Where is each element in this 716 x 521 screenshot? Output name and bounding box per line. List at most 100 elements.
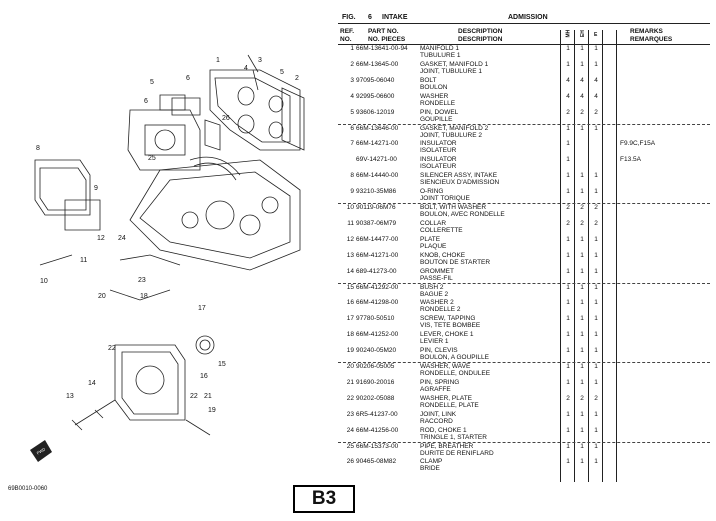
description-label: DESCRIPTION — [458, 28, 503, 35]
row-ref: 25 — [346, 442, 354, 450]
row-description: SCREW, TAPPING — [420, 315, 476, 323]
row-description-fr: ISOLATEUR — [420, 147, 457, 155]
row-description-fr: COLLERETTE — [420, 226, 463, 234]
svg-text:14: 14 — [88, 380, 96, 387]
row-qty-e: 2 — [594, 394, 598, 402]
row-qty-eh: 1 — [580, 124, 584, 132]
row-group-divider — [338, 123, 710, 125]
row-part-number: 66M-13641-00-94 — [356, 45, 408, 52]
row-description-fr: JOINT, TUBULURE 1 — [420, 67, 483, 75]
row-ref: 19 — [346, 347, 354, 355]
row-description: PIN, CLEVIS — [420, 347, 458, 355]
row-qty-mh: 2 — [566, 394, 570, 402]
row-ref: 3 — [350, 76, 354, 84]
svg-text:17: 17 — [198, 305, 206, 312]
row-part-number: 90465-08M82 — [356, 458, 397, 466]
row-qty-e: 1 — [594, 442, 598, 450]
row-ref: 17 — [346, 315, 354, 323]
row-description: WASHER, WAVE — [420, 363, 471, 370]
row-qty-eh: 1 — [580, 426, 584, 434]
row-qty-e: 1 — [594, 124, 598, 132]
row-part-number: 90202-05088 — [356, 394, 395, 402]
row-description: BOLT, WITH WASHER — [420, 204, 487, 211]
ref-label: REF. — [340, 28, 355, 35]
row-qty-eh: 1 — [580, 442, 584, 450]
row-description: BOLT — [420, 76, 437, 84]
svg-text:20: 20 — [98, 293, 106, 300]
row-description-fr: SIENCIEUX D'ADMISSION — [420, 179, 500, 187]
row-qty-eh: 1 — [580, 283, 584, 291]
no-label: NO. — [340, 36, 352, 43]
row-group-divider — [338, 362, 710, 363]
row-part-number: 66M-41298-00 — [356, 299, 399, 307]
row-description-fr: BAGUE 2 — [420, 290, 449, 298]
row-part-number: 92995-06600 — [356, 92, 395, 100]
row-part-number: 90119-06M76 — [356, 204, 396, 211]
row-part-number: 66M-15373-00 — [356, 442, 399, 450]
svg-text:9: 9 — [94, 185, 98, 192]
row-qty-mh: 1 — [566, 267, 570, 275]
svg-text:1: 1 — [216, 57, 220, 64]
row-qty-eh: 1 — [580, 347, 584, 355]
row-qty-e: 2 — [594, 108, 598, 116]
row-description-fr: PLAQUE — [420, 242, 447, 250]
row-ref: 10 — [346, 204, 354, 211]
row-ref: 14 — [346, 267, 354, 275]
row-ref: 7 — [350, 140, 354, 148]
row-qty-eh: 1 — [580, 458, 584, 466]
row-description: PLATE — [420, 235, 441, 243]
row-part-number: 6R5-41237-00 — [356, 410, 398, 418]
svg-text:2: 2 — [295, 75, 299, 82]
svg-text:15: 15 — [218, 361, 226, 368]
row-description-fr: TUBULURE 1 — [420, 52, 461, 59]
description-label-fr: DESCRIPTION — [458, 36, 503, 43]
row-qty-e: 1 — [594, 363, 598, 370]
row-remarks: F13.5A — [620, 156, 641, 164]
row-description-fr: TRINGLE 1, STARTER — [420, 433, 487, 441]
row-qty-eh: 1 — [580, 172, 584, 180]
row-description-fr: GOUPILLE — [420, 115, 453, 123]
svg-text:16: 16 — [200, 373, 208, 380]
row-qty-mh: 1 — [566, 251, 570, 259]
row-qty-e: 1 — [594, 410, 598, 418]
col-divider — [602, 30, 603, 482]
row-description: JOINT, LINK — [420, 410, 457, 418]
row-qty-eh: 1 — [580, 315, 584, 323]
remarks-label-fr: REMARQUES — [630, 36, 673, 43]
row-part-number: 97780-50510 — [356, 315, 395, 323]
row-qty-e: 1 — [594, 426, 598, 434]
row-ref: 22 — [346, 394, 354, 402]
col-e-label: E — [594, 32, 598, 38]
svg-text:13: 13 — [66, 393, 74, 400]
row-ref: 16 — [346, 299, 354, 307]
row-description: WASHER 2 — [420, 299, 454, 307]
svg-text:18: 18 — [140, 293, 148, 300]
row-description: PIPE, BREATHER — [420, 442, 474, 450]
row-qty-e: 1 — [594, 378, 598, 386]
row-part-number: 66M-14440-00 — [356, 172, 399, 180]
row-qty-mh: 1 — [566, 347, 570, 355]
row-ref: 2 — [350, 60, 354, 68]
row-qty-eh: 1 — [580, 378, 584, 386]
row-qty-mh: 1 — [566, 378, 570, 386]
svg-text:5: 5 — [280, 69, 284, 76]
row-qty-eh: 1 — [580, 363, 584, 370]
row-description: MANIFOLD 1 — [420, 45, 460, 52]
row-qty-eh: 1 — [580, 299, 584, 307]
row-qty-eh: 1 — [580, 188, 584, 196]
row-qty-mh: 2 — [566, 108, 570, 116]
row-group-divider — [338, 203, 710, 204]
partno-label: PART NO. — [368, 28, 399, 35]
row-qty-eh: 1 — [580, 45, 584, 52]
diagram-code: 69B0010-0060 — [8, 486, 48, 492]
col-divider — [560, 30, 561, 482]
row-qty-e: 4 — [594, 92, 598, 100]
svg-text:12: 12 — [97, 235, 105, 242]
row-qty-eh: 1 — [580, 267, 584, 275]
page-label: B3 — [293, 485, 355, 513]
row-description: O-RING — [420, 188, 444, 196]
row-qty-mh: 1 — [566, 172, 570, 180]
row-qty-eh: 1 — [580, 331, 584, 339]
row-qty-eh: 1 — [580, 235, 584, 243]
